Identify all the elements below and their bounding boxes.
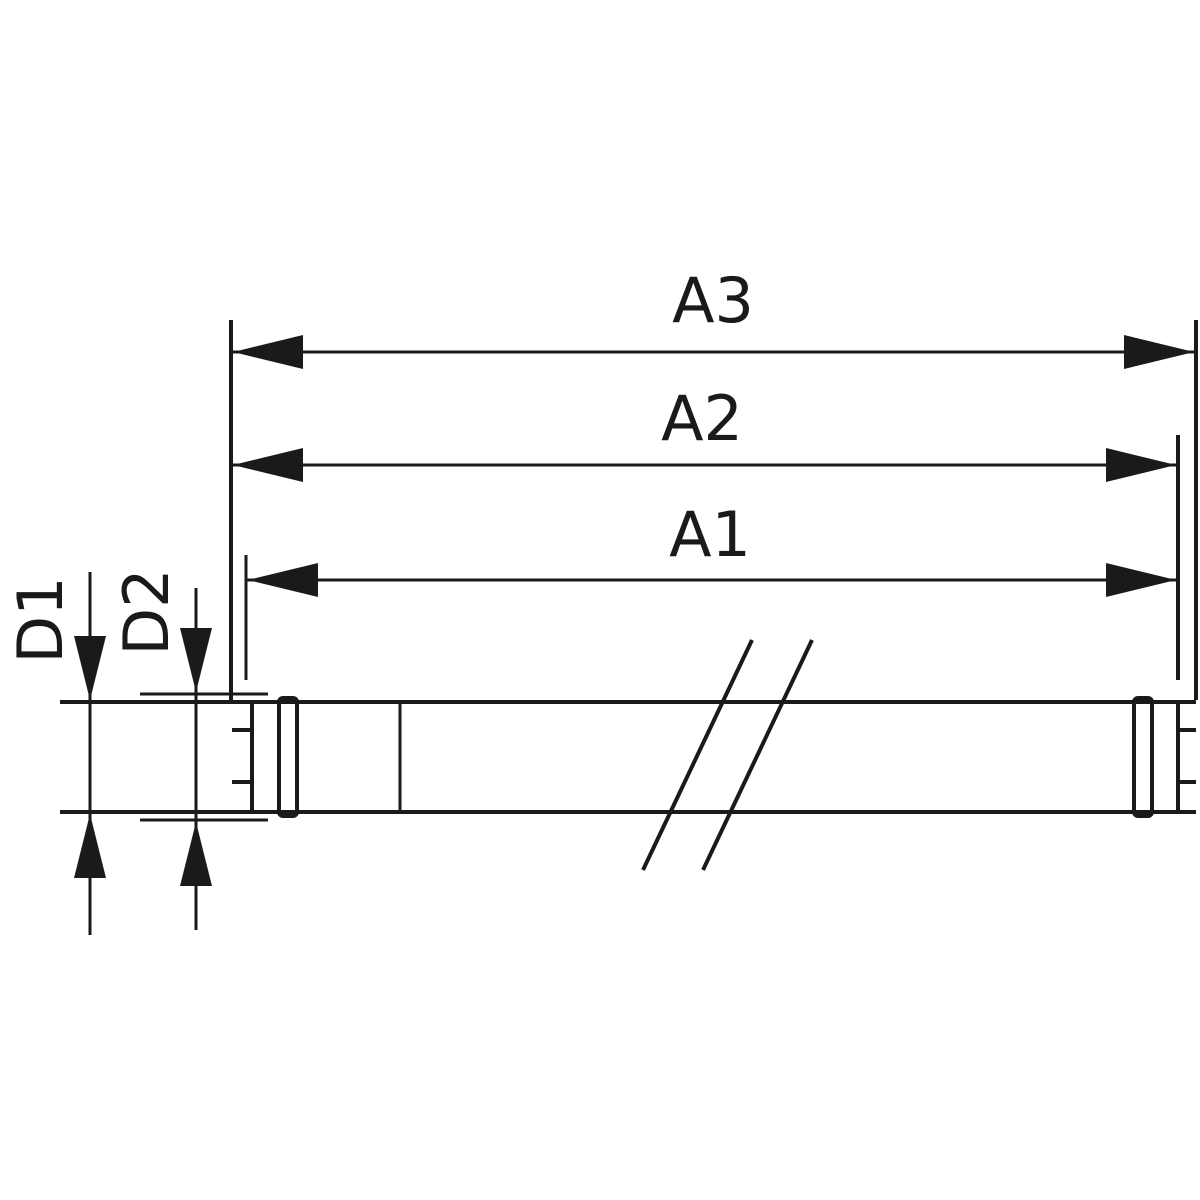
- tube: [60, 639, 1196, 871]
- arrowhead-d2-bottom: [180, 822, 212, 886]
- label-d2: D2: [110, 568, 183, 655]
- label-a2: A2: [661, 382, 743, 455]
- break-symbol: [641, 639, 814, 871]
- dimension-d2: D2: [110, 568, 212, 930]
- dimension-a2: A2: [231, 382, 1178, 482]
- right-cap-ring: [1132, 696, 1154, 818]
- label-a3: A3: [672, 264, 754, 337]
- right-end-cap: [1132, 696, 1196, 818]
- dimension-a1: A1: [246, 498, 1178, 597]
- dimension-a3: A3: [231, 264, 1196, 369]
- left-end-cap: [232, 696, 402, 818]
- label-a1: A1: [669, 498, 751, 571]
- arrowhead-d1-top: [74, 636, 106, 700]
- extension-lines: [229, 320, 1198, 700]
- label-d1: D1: [4, 576, 77, 663]
- arrowhead-d2-top: [180, 628, 212, 692]
- break-line-2: [701, 639, 814, 871]
- arrowhead-a3-right: [1124, 335, 1194, 369]
- arrowhead-a2-left: [233, 448, 303, 482]
- left-cap-ring: [277, 696, 299, 818]
- arrowhead-a1-left: [248, 563, 318, 597]
- break-line-1: [641, 639, 754, 871]
- arrowhead-a1-right: [1106, 563, 1176, 597]
- arrowhead-a2-right: [1106, 448, 1176, 482]
- arrowhead-d1-bottom: [74, 814, 106, 878]
- dimension-d1: D1: [4, 572, 106, 935]
- arrowhead-a3-left: [233, 335, 303, 369]
